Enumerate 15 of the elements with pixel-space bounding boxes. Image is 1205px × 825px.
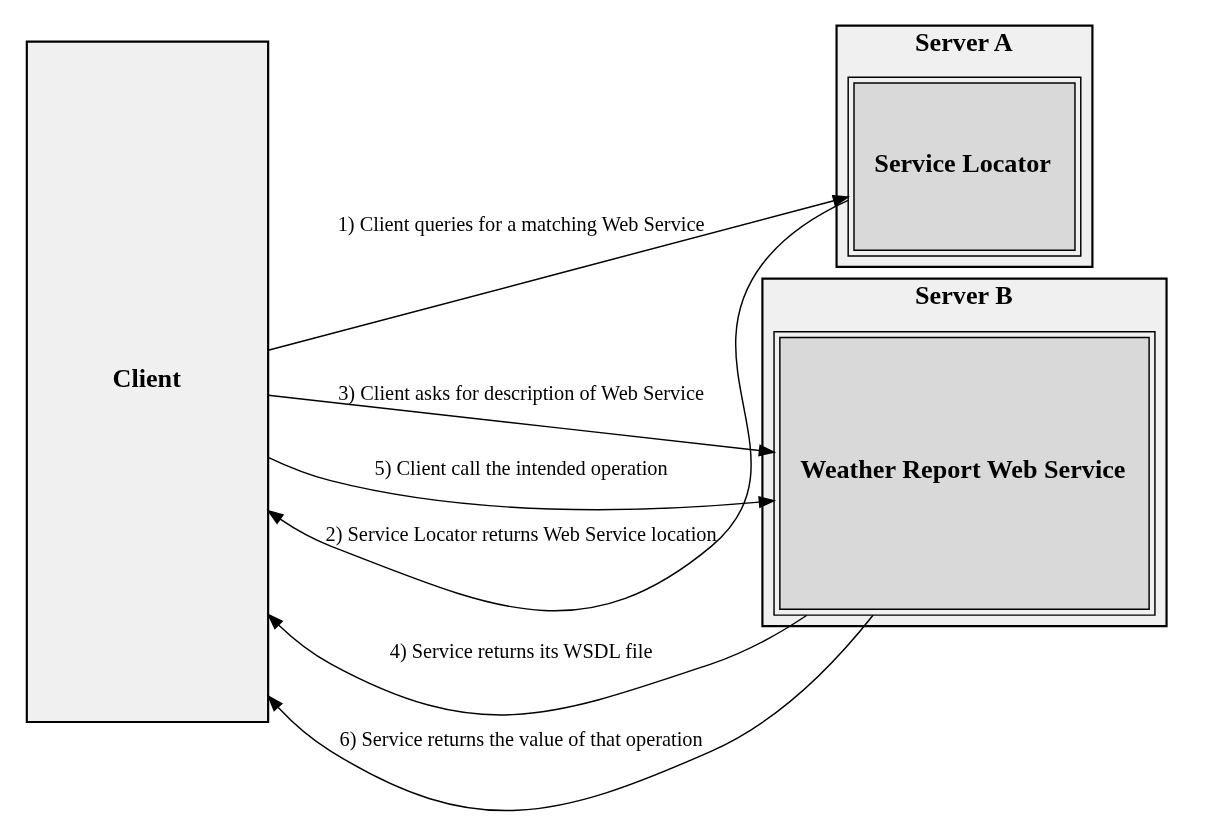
arrow	[266, 199, 849, 612]
edge-label: 2) Service Locator returns Web Service location	[325, 522, 717, 545]
node-box: Weather Report Web Service	[773, 330, 1156, 616]
node-box: Service Locator	[847, 76, 1082, 257]
arrow	[266, 614, 874, 812]
arrow	[266, 612, 808, 716]
edge-label: 4) Service returns its WSDL file	[389, 640, 653, 663]
arrow	[267, 394, 777, 457]
edge-label: 1) Client queries for a matching Web Service	[337, 212, 705, 235]
node-box: Client	[25, 40, 270, 724]
arrow	[267, 195, 851, 351]
edge-label: 6) Service returns the value of that operation	[339, 727, 703, 750]
arrow	[267, 456, 777, 511]
edge-label: 5) Client call the intended operation	[374, 457, 668, 480]
edge-label: 3) Client asks for description of Web Service	[338, 381, 704, 404]
